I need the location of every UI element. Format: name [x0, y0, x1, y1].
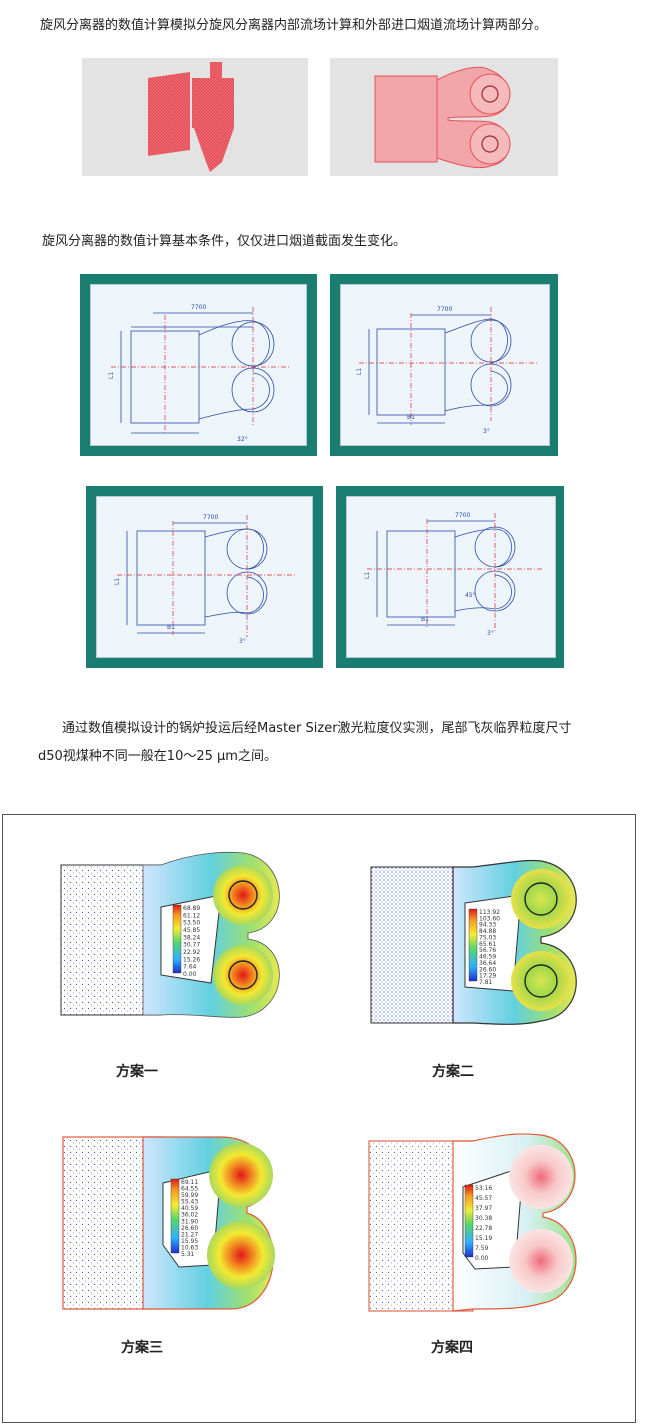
dim-bottom-label: B1 — [421, 616, 429, 623]
dim-width-label: 7700 — [437, 306, 452, 313]
legend-value: 36.02 — [181, 1212, 198, 1219]
legend-value: 22.78 — [475, 1225, 492, 1232]
result-case-4: 53.16 45.57 37.97 30.38 22.78 15.19 7.59 0.00 — [368, 1133, 577, 1312]
legend-value: 45.85 — [183, 927, 200, 934]
legend-value: 21.27 — [181, 1231, 198, 1238]
legend-value: 7.81 — [479, 979, 493, 986]
result-case-1: 68.8961.1253.5045.8538.2430.7722.9215.26… — [60, 851, 280, 1018]
legend-value: 75.03 — [479, 934, 496, 941]
legend-value: 5.31 — [181, 1251, 195, 1258]
dim-height-label: L1 — [356, 368, 363, 375]
caption-case-3: 方案三 — [121, 1340, 163, 1356]
legend-value: 7.59 — [475, 1245, 489, 1252]
legend-value: 55.43 — [181, 1199, 198, 1206]
legend-value: 59.99 — [181, 1192, 198, 1199]
legend-value: 15.26 — [183, 956, 200, 963]
legend-value: 84.88 — [479, 928, 496, 935]
legend-value: 15.19 — [475, 1235, 492, 1242]
dim-width-label: 7700 — [191, 304, 206, 311]
result-case-3: 69.1164.5559.9955.4340.5936.0231.9026.60… — [62, 1136, 275, 1310]
legend-value: 38.24 — [183, 934, 200, 941]
legend-value: 40.59 — [181, 1205, 198, 1212]
drawing-frame-1: 7700 L1 32° — [80, 274, 317, 456]
result-case-2: 113.92103.6094.3384.8875.0365.6156.7646.… — [370, 859, 577, 1025]
legend-value: 31.90 — [181, 1218, 198, 1225]
legend-value: 45.57 — [475, 1195, 492, 1202]
dim-bottom-label: B1 — [167, 624, 175, 631]
legend-value: 26.60 — [479, 966, 496, 973]
drawing-frame-2: 7700 L1 B1 3° — [330, 274, 558, 456]
legend-value: 103.60 — [479, 915, 500, 922]
legend-value: 53.50 — [183, 920, 200, 927]
dim-height-label: L1 — [108, 372, 115, 379]
angle-label: 3° — [483, 428, 490, 435]
angle-label: 3° — [487, 630, 494, 637]
legend-value: 64.55 — [181, 1186, 198, 1193]
dim-width-label: 7700 — [455, 512, 470, 519]
mesh-image-top — [330, 58, 558, 176]
drawing-frame-4: 7700 L1 B1 45° 3° — [336, 486, 564, 668]
dim-bottom-label: B1 — [407, 414, 415, 421]
legend-value: 26.60 — [181, 1225, 198, 1232]
angle-small-label: 45° — [465, 592, 476, 599]
legend-value: 10.63 — [181, 1244, 198, 1251]
angle-label: 32° — [237, 436, 248, 443]
legend-value: 0.00 — [475, 1255, 489, 1262]
legend-value: 15.95 — [181, 1238, 198, 1245]
legend-value: 69.11 — [181, 1179, 198, 1186]
legend-value: 17.29 — [479, 973, 496, 980]
legend-value: 36.64 — [479, 960, 496, 967]
dim-height-label: L1 — [114, 578, 121, 585]
dim-height-label: L1 — [364, 572, 371, 579]
legend-value: 0.00 — [183, 971, 197, 978]
legend-value: 94.33 — [479, 922, 496, 929]
caption-case-1: 方案一 — [116, 1064, 158, 1080]
legend-value: 30.77 — [183, 942, 200, 949]
legend-value: 65.61 — [479, 941, 496, 948]
legend-value: 68.89 — [183, 905, 200, 912]
legend-value: 53.16 — [475, 1185, 492, 1192]
legend-value: 113.92 — [479, 909, 500, 916]
legend-value: 7.64 — [183, 964, 197, 971]
legend-value: 56.76 — [479, 947, 496, 954]
mesh-image-side — [82, 58, 308, 176]
legend-value: 37.97 — [475, 1205, 492, 1212]
intro-text-3-line1: 通过数值模拟设计的锅炉投运后经Master Sizer激光粒度仪实测，尾部飞灰临… — [62, 721, 572, 736]
caption-case-4: 方案四 — [431, 1340, 473, 1356]
drawing-frame-3: 7700 L1 B1 3° — [86, 486, 323, 668]
intro-text-3-line2: d50视煤种不同一般在10～25 μm之间。 — [38, 749, 277, 764]
legend-value: 22.92 — [183, 949, 200, 956]
legend-value: 61.12 — [183, 912, 200, 919]
legend-value: 46.59 — [479, 954, 496, 961]
intro-text-1: 旋风分离器的数值计算模拟分旋风分离器内部流场计算和外部进口烟道流场计算两部分。 — [40, 18, 548, 33]
intro-text-2: 旋风分离器的数值计算基本条件，仅仅进口烟道截面发生变化。 — [42, 234, 407, 249]
legend-value: 30.38 — [475, 1215, 492, 1222]
dim-width-label: 7700 — [203, 514, 218, 521]
caption-case-2: 方案二 — [432, 1064, 474, 1080]
angle-label: 3° — [239, 638, 246, 645]
